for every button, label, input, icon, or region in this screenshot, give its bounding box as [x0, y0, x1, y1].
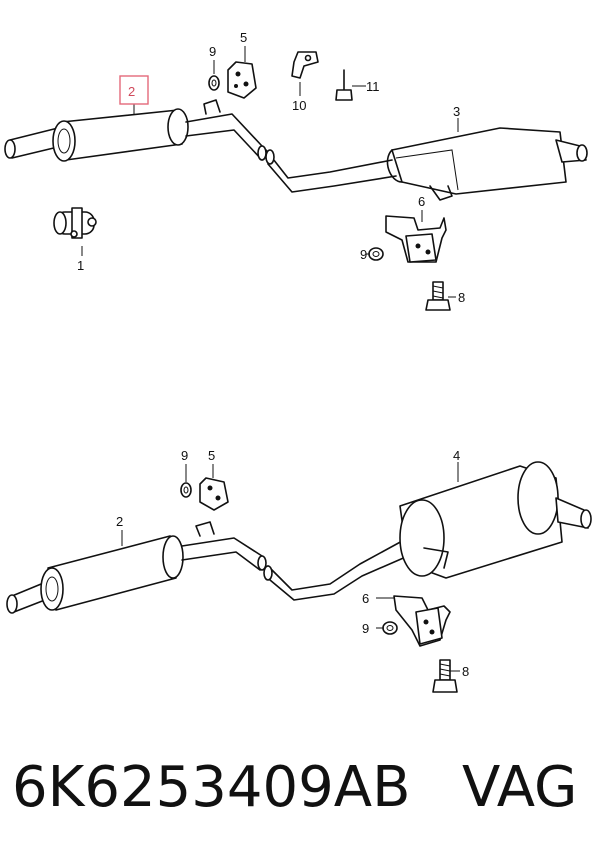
brand-label: VAG [462, 755, 578, 820]
top-leader-lines [81, 46, 459, 298]
top-front-muffler [52, 108, 189, 162]
bottom-bolt-8 [432, 659, 458, 693]
top-rubber-mount [227, 61, 257, 99]
bottom-clip-upper [180, 482, 192, 498]
callout-bottom-5: 5 [208, 448, 215, 463]
top-hanger-bracket [385, 215, 447, 263]
top-clip-lower [368, 247, 384, 261]
callout-bottom-6: 6 [362, 591, 369, 606]
top-intermediate-pipe [185, 99, 397, 193]
top-clamp [53, 207, 97, 239]
callout-bottom-9a: 9 [181, 448, 188, 463]
bottom-leader-lines [121, 462, 460, 672]
callout-top-8: 8 [458, 290, 465, 305]
callout-top-3: 3 [453, 104, 460, 119]
bottom-rubber-mount [199, 477, 229, 511]
bottom-intermediate-pipe [181, 521, 409, 601]
callout-top-5: 5 [240, 30, 247, 45]
callout-top-6: 6 [418, 194, 425, 209]
callout-bottom-8: 8 [462, 664, 469, 679]
bottom-front-muffler [40, 535, 184, 611]
callout-bottom-2: 2 [116, 514, 123, 529]
callout-top-11: 11 [366, 79, 380, 94]
bottom-hanger-bracket [393, 595, 451, 647]
callout-top-1: 1 [77, 258, 84, 273]
highlight-box-part-2 [119, 75, 149, 105]
bottom-rear-silencer [399, 461, 592, 579]
top-bolt-11 [335, 69, 353, 101]
callout-bottom-4: 4 [453, 448, 460, 463]
callout-top-9b: 9 [360, 247, 367, 262]
top-bracket [291, 51, 319, 79]
top-rear-silencer [386, 127, 588, 201]
top-assembly: 2 3 1 9 5 10 11 6 9 8 [4, 30, 588, 311]
bottom-clip-lower [382, 621, 398, 635]
top-clip-upper [208, 75, 220, 91]
top-bolt-8 [425, 281, 451, 311]
part-number: 6K6253409AB [12, 755, 411, 820]
bottom-assembly: 2 4 9 5 6 9 8 [6, 448, 592, 693]
callout-bottom-9b: 9 [362, 621, 369, 636]
callout-top-9a: 9 [209, 44, 216, 59]
callout-top-10: 10 [292, 98, 306, 113]
callout-top-2: 2 [128, 84, 135, 99]
